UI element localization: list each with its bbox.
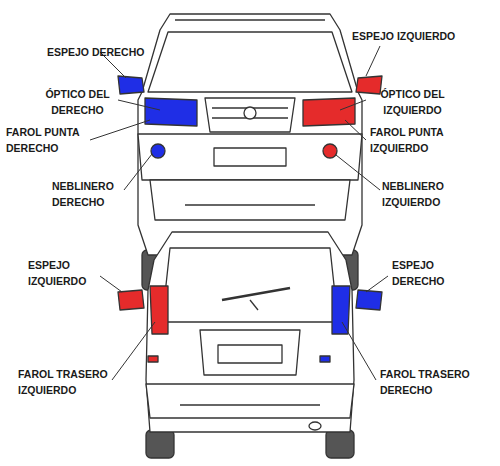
part-label: ESPEJO DERECHO (392, 257, 454, 289)
part-label: ÓPTICO DEL IZQUIERDO (370, 86, 455, 118)
part-label: ESPEJO DERECHO (47, 44, 147, 60)
part-label: ESPEJO IZQUIERDO (28, 257, 98, 289)
part-label: FAROL PUNTA DERECHO (6, 124, 88, 156)
part-label: NEBLINERO DERECHO (52, 178, 122, 210)
part-label: NEBLINERO IZQUIERDO (382, 178, 460, 210)
part-label: FAROL TRASERO IZQUIERDO (18, 366, 113, 398)
part-label: FAROL TRASERO DERECHO (380, 366, 475, 398)
part-label: FAROL PUNTA IZQUIERDO (370, 124, 460, 156)
leader-lines (90, 46, 388, 380)
part-label: ÓPTICO DEL DERECHO (40, 86, 115, 118)
part-label: ESPEJO IZQUIERDO (352, 28, 467, 44)
